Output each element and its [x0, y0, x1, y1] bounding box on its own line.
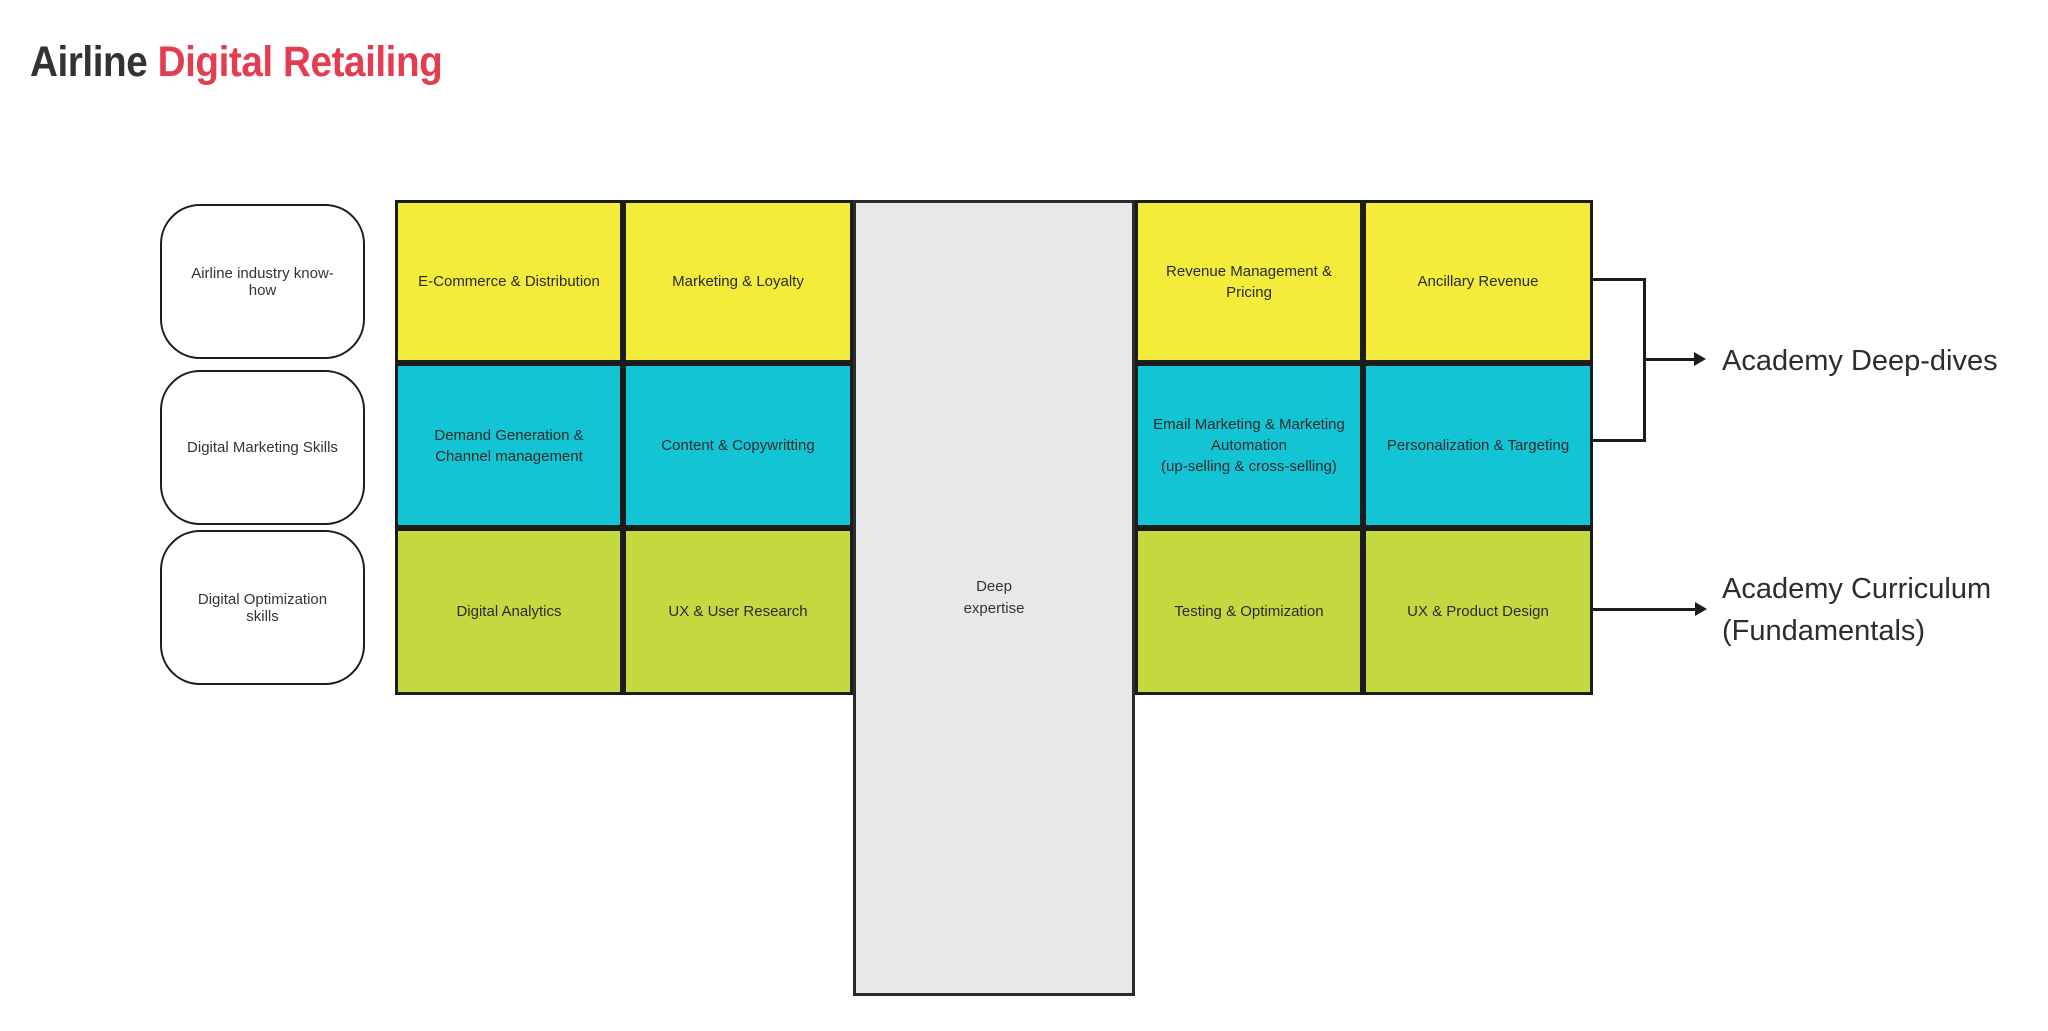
cell-label: Demand Generation & Channel management [434, 426, 584, 465]
deep-expertise-label: Deep expertise [963, 578, 1025, 617]
cell-label: Personalization & Targeting [1386, 437, 1570, 454]
category-label: Digital Marketing Skills [187, 439, 338, 456]
category-label: Airline industry know-how [191, 264, 334, 299]
cell-revenue-management-pricing: Revenue Management & Pricing [1135, 200, 1363, 363]
page-title: Airline Digital Retailing [30, 38, 443, 87]
category-label: Digital Optimization skills [197, 590, 328, 625]
cell-ux-product-design: UX & Product Design [1363, 528, 1593, 695]
cell-label: Digital Analytics [456, 603, 562, 620]
cell-testing-optimization: Testing & Optimization [1135, 528, 1363, 695]
deep-dives-bracket-top-line [1593, 278, 1646, 281]
cell-label: UX & Product Design [1407, 603, 1549, 620]
cell-label: Revenue Management & Pricing [1166, 262, 1332, 301]
category-box-digital-marketing: Digital Marketing Skills [160, 370, 365, 525]
category-box-airline-know-how: Airline industry know-how [160, 204, 365, 359]
cell-label: UX & User Research [668, 603, 808, 620]
page-title-prefix: Airline [30, 38, 148, 86]
deep-dives-arrowhead-icon [1694, 352, 1706, 366]
cell-label: Email Marketing & Marketing Automation (… [1153, 416, 1345, 475]
academy-deep-dives-label: Academy Deep-dives [1722, 345, 1998, 377]
cell-marketing-loyalty: Marketing & Loyalty [623, 200, 853, 363]
cell-demand-generation-channel: Demand Generation & Channel management [395, 363, 623, 528]
cell-label: Testing & Optimization [1174, 603, 1324, 620]
cell-label: Content & Copywritting [661, 437, 815, 454]
cell-personalization-targeting: Personalization & Targeting [1363, 363, 1593, 528]
cell-ancillary-revenue: Ancillary Revenue [1363, 200, 1593, 363]
page-title-accent: Digital Retailing [157, 38, 443, 86]
category-box-digital-optimization: Digital Optimization skills [160, 530, 365, 685]
cell-label: Ancillary Revenue [1417, 273, 1539, 290]
cell-email-marketing-automation: Email Marketing & Marketing Automation (… [1135, 363, 1363, 528]
deep-dives-arrow-shaft [1643, 358, 1695, 361]
deep-dives-bracket-bottom-line [1593, 439, 1646, 442]
cell-label: E-Commerce & Distribution [418, 273, 600, 290]
cell-label: Marketing & Loyalty [672, 273, 804, 290]
curriculum-arrowhead-icon [1695, 602, 1707, 616]
cell-ux-user-research: UX & User Research [623, 528, 853, 695]
cell-ecommerce-distribution: E-Commerce & Distribution [395, 200, 623, 363]
deep-expertise-column: Deep expertise [853, 200, 1135, 996]
cell-digital-analytics: Digital Analytics [395, 528, 623, 695]
cell-content-copywriting: Content & Copywritting [623, 363, 853, 528]
curriculum-arrow-shaft [1593, 608, 1696, 611]
academy-curriculum-label: Academy Curriculum (Fundamentals) [1722, 573, 1992, 647]
